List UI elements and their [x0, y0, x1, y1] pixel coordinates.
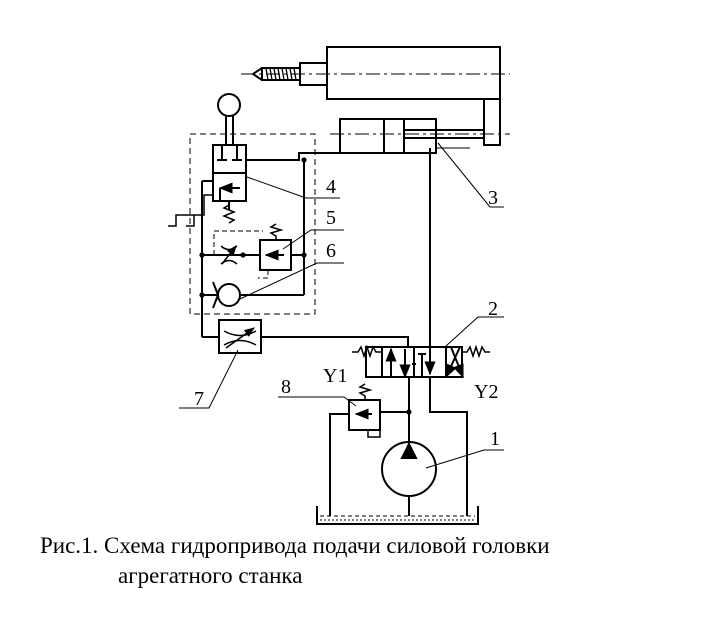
label-5: 5: [326, 207, 336, 229]
label-4: 4: [326, 176, 336, 198]
label-7: 7: [194, 388, 204, 410]
throttle-7: [218, 319, 262, 354]
directional-valve-2: [352, 344, 490, 379]
throttle-pressure-valve-5: [213, 223, 292, 279]
pressure-valve-8: [348, 383, 381, 438]
label-2: 2: [488, 298, 498, 320]
control-block-boundary: [189, 133, 316, 315]
label-y1: Y1: [323, 365, 347, 387]
drill-thread: [265, 67, 297, 81]
figure-caption-line-1: Рис.1. Схема гидропривода подачи силовой…: [40, 533, 550, 558]
hydraulic-lines: [201, 148, 468, 516]
label-y2: Y2: [474, 381, 498, 403]
label-1: 1: [490, 428, 500, 450]
label-3: 3: [488, 187, 498, 209]
junction-dots: [199, 157, 412, 415]
label-8: 8: [281, 376, 291, 398]
pump-1: [381, 441, 437, 497]
power-head: [241, 46, 510, 146]
figure-caption-line-2: агрегатного станка: [118, 563, 303, 588]
label-6: 6: [326, 240, 336, 262]
leader-lines: [179, 142, 504, 469]
oil-tank: [316, 506, 479, 525]
manual-valve-4: [168, 93, 247, 227]
